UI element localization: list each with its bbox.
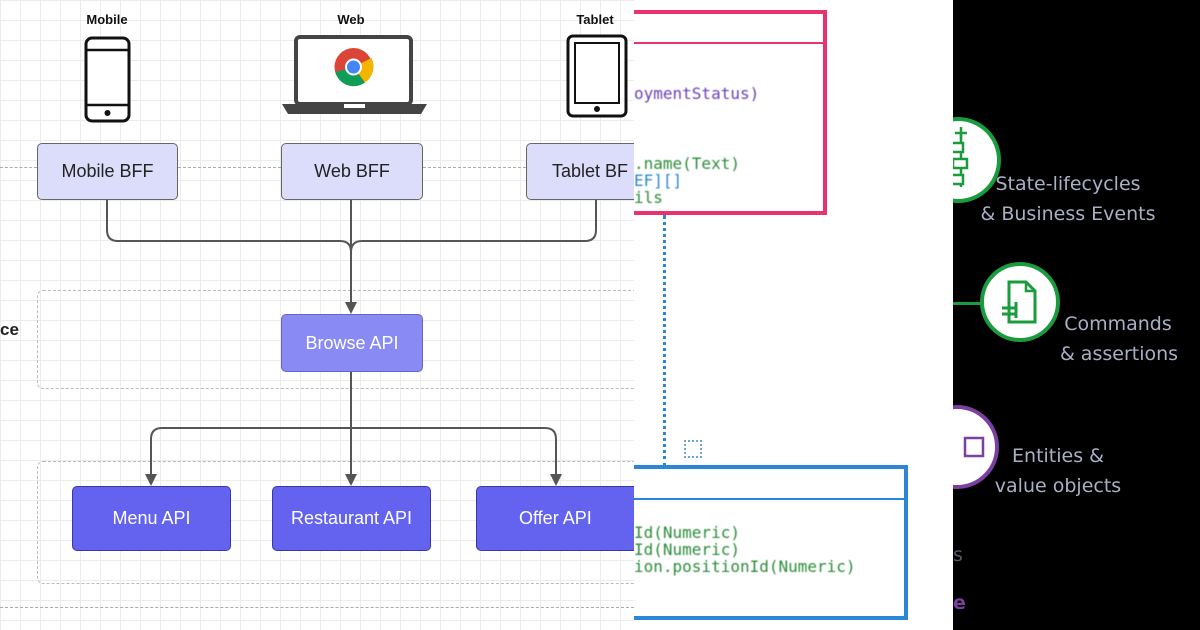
green-connector (953, 302, 981, 305)
laptop-chrome-icon (282, 35, 427, 114)
lane-divider-bottom (0, 607, 634, 608)
pink-code-box (634, 10, 827, 215)
smartphone-icon (84, 36, 131, 123)
concepts-panel: State-lifecycles & Business Events Comma… (953, 0, 1200, 630)
connector-lines (106, 200, 597, 486)
dotted-connector (663, 215, 666, 467)
offer-api-node[interactable]: Offer API (476, 486, 634, 551)
document-command-icon (980, 262, 1060, 342)
web-label: Web (337, 12, 365, 27)
cut-off-text-s: s (953, 544, 963, 566)
code-line-ils: ils (634, 188, 663, 207)
blue-box-header-line (634, 498, 904, 500)
menu-api-node[interactable]: Menu API (72, 486, 231, 551)
code-line-id-2: Id(Numeric) (634, 540, 740, 559)
code-panel: oymentStatus) .name(Text) EF][] ils Id(N… (634, 0, 953, 630)
pink-box-header-line (634, 42, 823, 44)
browse-api-node[interactable]: Browse API (281, 314, 423, 372)
web-bff-node[interactable]: Web BFF (281, 143, 423, 200)
code-line-id-1: Id(Numeric) (634, 523, 740, 542)
concept-commands-line2: & assertions (1059, 343, 1179, 365)
mobile-label: Mobile (86, 12, 128, 27)
tablet-label: Tablet (576, 12, 614, 27)
concept-entities-line2: value objects (994, 475, 1122, 497)
code-line-payment-status: oymentStatus) (634, 84, 760, 103)
service-group-box (37, 290, 634, 389)
mobile-bff-node[interactable]: Mobile BFF (37, 143, 178, 200)
code-line-ef: EF][] (634, 171, 683, 190)
tablet-bff-node[interactable]: Tablet BF (526, 143, 634, 200)
concept-state-lifecycles-line2: & Business Events (980, 203, 1156, 225)
lane-divider-top-mid1 (178, 167, 281, 168)
restaurant-api-node[interactable]: Restaurant API (272, 486, 431, 551)
concept-entities-line1: Entities & (1012, 445, 1104, 467)
code-line-position-id: ion.positionId(Numeric) (634, 557, 856, 576)
concept-state-lifecycles-line1: State-lifecycles (995, 173, 1141, 195)
code-line-name-text: .name(Text) (634, 154, 740, 173)
tablet-icon (566, 34, 628, 118)
blue-code-box (634, 465, 908, 620)
architecture-diagram: Mobile Web Tablet Mobile BFF Web BFF Tab… (0, 0, 634, 630)
lane-divider-top-left (0, 167, 37, 168)
service-label-fragment: ce (0, 320, 19, 339)
api-group-box (37, 461, 634, 584)
lane-divider-top-mid2 (423, 167, 526, 168)
move-handle-icon[interactable] (684, 440, 702, 458)
concept-commands-line1: Commands (1064, 313, 1172, 335)
cut-off-text-e: e (953, 592, 966, 614)
state-lifecycle-icon (953, 117, 1001, 203)
